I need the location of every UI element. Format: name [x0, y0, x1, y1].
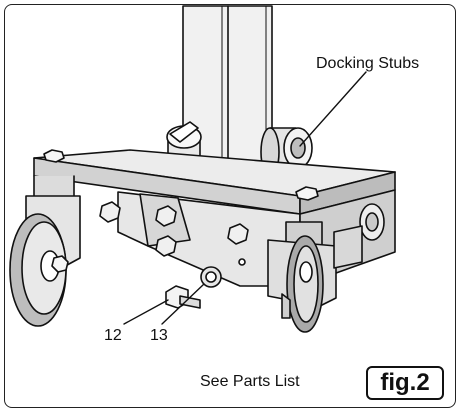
- base-plate: [33, 149, 396, 215]
- end-hub: [333, 203, 385, 269]
- pin-hole: [238, 258, 246, 266]
- part-12-leader: [123, 299, 169, 325]
- left-caster: [9, 175, 81, 327]
- hex-bolts: [99, 201, 249, 257]
- figure-label: fig.2: [380, 369, 430, 396]
- docking-stubs-label: Docking Stubs: [316, 55, 420, 72]
- figure-frame: [4, 4, 456, 408]
- part-13-leader: [161, 283, 205, 325]
- right-caster: [267, 221, 337, 333]
- see-parts-list-note: See Parts List: [200, 373, 300, 390]
- part-12-bolt: [165, 285, 201, 309]
- part-13-nut: [200, 266, 222, 288]
- figure-label-box: fig.2: [366, 366, 444, 400]
- plate-bolts: [43, 149, 319, 201]
- vertical-mast: [182, 5, 273, 179]
- part-13-label: 13: [150, 327, 168, 344]
- part-12-label: 12: [104, 327, 122, 344]
- docking-stubs-leader: [299, 71, 367, 147]
